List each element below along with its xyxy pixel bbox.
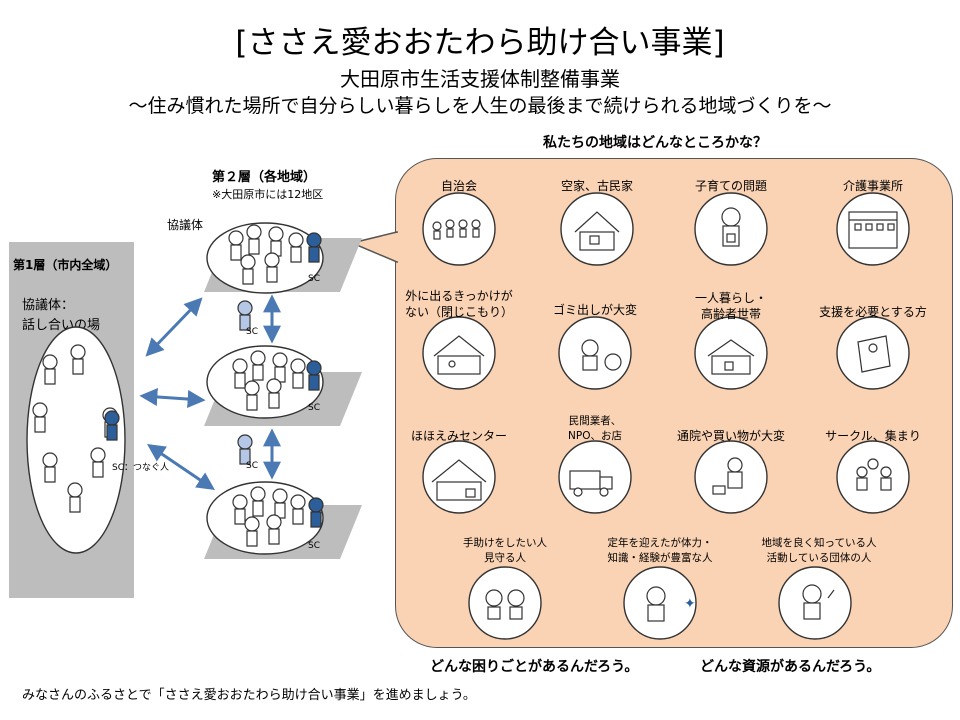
item-label-vacant-house: 空家、古民家 [560, 179, 633, 193]
item-label-helpers-line2: 見守る人 [484, 552, 526, 564]
item-label-helpers-line1: 手助けをしたい人 [463, 537, 547, 549]
sc-tag-1: SC [308, 274, 320, 284]
layer2-council-1: SC [204, 222, 362, 294]
item-label-jichikai: 自治会 [440, 179, 477, 193]
item-label-local-line2: 活動している団体の人 [766, 552, 872, 564]
footer-text: みなさんのふるさとで「ささえ愛おおたわら助け合い事業」を進めましょう。 [22, 688, 476, 703]
item-label-childcare: 子育ての問題 [694, 179, 767, 193]
item-label-garbage: ゴミ出しが大変 [552, 303, 637, 317]
top-question: 私たちの地域はどんなところかな？ [543, 135, 767, 151]
speech-bubble-tail [349, 231, 398, 264]
item-label-secluded: 外に出るきっかけが ない（閉じこもり） [384, 288, 534, 320]
sparkle-icon: ✦ [684, 596, 696, 612]
local-person-icon [802, 584, 835, 620]
item-label-private-line2: NPO、お店 [568, 430, 622, 442]
truck-icon [569, 470, 613, 497]
sc-caption: SC：つなぐ人 [112, 463, 169, 473]
item-label-private-line1: 民間業者、 [568, 415, 622, 427]
item-label-support-needed: 支援を必要とする方 [819, 305, 927, 319]
garbage-icon [581, 339, 622, 371]
layer1-council-label: 協議体： 話し合いの場 [22, 296, 100, 336]
parent-child-icon [721, 207, 741, 247]
care-facility-icon [848, 211, 898, 249]
item-label-hospital-shopping: 通院や買い物が大変 [676, 429, 785, 443]
sc-tag-3: SC [308, 541, 320, 551]
elderly-house-icon [707, 339, 755, 375]
item-label-hohoemi: ほほえみセンター [410, 429, 507, 443]
arrows [139, 294, 281, 491]
sc-tag-5: SC [246, 461, 258, 471]
item-label-local-experts: 地域を良く知っている人 活動している団体の人 [744, 536, 894, 566]
page-tagline: 〜住み慣れた場所で自分らしい暮らしを人生の最後まで続けられる地域づくりを〜 [128, 95, 832, 117]
layer2-council-3: SC [204, 481, 362, 559]
resources-question: どんな資源があるんだろう。 [700, 659, 881, 675]
support-needed-icon [857, 335, 891, 373]
layer2-council-label: 協議体 [167, 218, 204, 232]
layer2-council-2: SC [204, 345, 362, 426]
layer1-title: 第1層（市内全域） [13, 258, 118, 272]
sc-tag-4: SC [246, 327, 258, 337]
item-label-elderly-line1: 一人暮らし・ [694, 291, 767, 305]
community-center-icon [431, 459, 487, 501]
empty-house-icon [574, 211, 620, 251]
house-icon [433, 335, 485, 375]
retired-person-icon [646, 586, 666, 622]
item-label-secluded-line2: ない（閉じこもり） [404, 305, 513, 319]
page-title: [ささえ愛おおたわら助け合い事業] [235, 25, 725, 61]
layer2-note: ※大田原市には12地区 [212, 188, 324, 201]
people-group-icon [432, 219, 481, 240]
shopping-icon [712, 457, 743, 495]
item-label-helpers: 手助けをしたい人 見守る人 [430, 536, 580, 566]
item-label-circle: サークル、集まり [825, 429, 921, 443]
item-label-elderly-alone: 一人暮らし・ 高齢者世帯 [656, 290, 806, 322]
item-icons [431, 207, 898, 622]
item-label-retired-line1: 定年を迎えたが体力・ [607, 537, 713, 549]
page-subtitle: 大田原市生活支援体制整備事業 [340, 67, 620, 91]
group-icon [856, 458, 892, 491]
layer2-title: 第２層（各地域） [212, 170, 317, 185]
item-label-private-sector: 民間業者、 NPO、お店 [520, 414, 670, 444]
item-label-retired: 定年を迎えたが体力・ 知識・経験が豊富な人 [585, 536, 735, 566]
item-label-care-facility: 介護事業所 [842, 179, 903, 193]
problems-question: どんな困りごとがあるんだろう。 [430, 659, 639, 675]
item-label-local-line1: 地域を良く知っている人 [761, 537, 877, 549]
item-label-retired-line2: 知識・経験が豊富な人 [607, 552, 713, 564]
item-label-elderly-line2: 高齢者世帯 [700, 307, 761, 321]
helpers-icon [485, 589, 525, 620]
item-label-secluded-line1: 外に出るきっかけが [405, 289, 513, 303]
layer1-label-line1: 協議体： [22, 298, 75, 313]
sc-tag-2: SC [308, 403, 320, 413]
